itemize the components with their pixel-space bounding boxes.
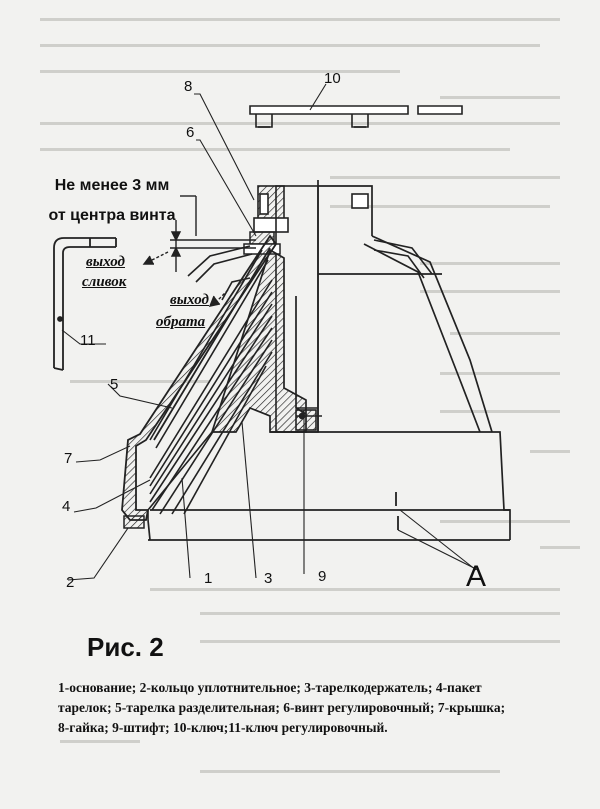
part-label-8: 8 bbox=[184, 78, 193, 95]
legend-line3: 8-гайка; 9-штифт; 10-ключ;11-ключ регули… bbox=[58, 720, 388, 735]
outlet-spouts bbox=[187, 239, 433, 301]
part-label-7: 7 bbox=[64, 450, 73, 467]
pin-9 bbox=[296, 412, 322, 420]
leader-lines bbox=[61, 83, 479, 581]
figure-title: Рис. 2 bbox=[87, 632, 164, 662]
legend-line1: 1-основание; 2-кольцо уплотнительное; 3-… bbox=[58, 680, 482, 695]
sealing-ring-2 bbox=[123, 515, 145, 529]
disc-pack-4 bbox=[149, 249, 273, 515]
part-label-5: 5 bbox=[110, 376, 119, 393]
part-label-11: 11 bbox=[80, 332, 96, 349]
part-label-2: 2 bbox=[66, 574, 75, 591]
min-distance-callout: Не менее 3 мм от центра винта bbox=[22, 176, 202, 226]
part-label-9: 9 bbox=[318, 568, 327, 585]
part-label-6: 6 bbox=[186, 124, 195, 141]
skim-outlet-line1: выход bbox=[170, 292, 209, 308]
skim-outlet-line2: обрата bbox=[156, 314, 206, 330]
part-label-3: 3 bbox=[264, 570, 273, 587]
disc-holder-3 bbox=[210, 248, 307, 433]
part-label-1: 1 bbox=[204, 570, 213, 587]
key-10 bbox=[249, 105, 463, 128]
key-11 bbox=[53, 237, 117, 371]
part-label-4: 4 bbox=[62, 498, 71, 515]
view-label-a: A bbox=[466, 560, 487, 593]
min-distance-line2: от центра винта bbox=[48, 207, 176, 224]
cream-outlet-line1: выход bbox=[86, 254, 125, 270]
dimension-marks bbox=[170, 195, 256, 272]
flow-arrows bbox=[142, 251, 229, 307]
legend-line2: тарелок; 5-тарелка разделительная; 6-вин… bbox=[58, 700, 506, 715]
section-mark-a bbox=[395, 492, 399, 530]
part-label-10: 10 bbox=[324, 70, 341, 87]
min-distance-line1: Не менее 3 мм bbox=[54, 177, 170, 194]
figure-legend: 1-основание; 2-кольцо уплотнительное; 3-… bbox=[58, 678, 588, 738]
cream-outlet-line2: сливок bbox=[82, 274, 127, 290]
